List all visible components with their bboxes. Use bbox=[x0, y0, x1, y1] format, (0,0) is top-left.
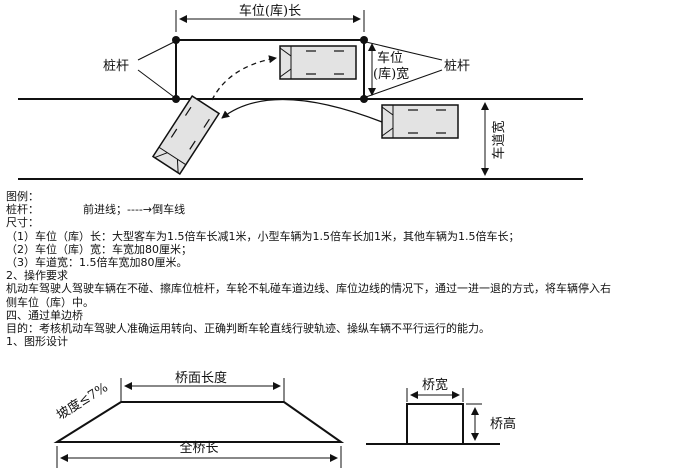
pole-label-left: 桩杆 bbox=[103, 59, 129, 74]
size-item-3: （3）车道宽：1.5倍车宽加80厘米。 bbox=[6, 256, 188, 270]
pole-top-right bbox=[360, 36, 368, 44]
parking-space bbox=[175, 39, 365, 100]
bridge-cross-section bbox=[406, 403, 464, 445]
car-on-road bbox=[381, 104, 459, 139]
legend-lines: 前进线；----→倒车线 bbox=[83, 203, 186, 217]
road-width-label: 车道宽 bbox=[491, 120, 507, 159]
requirements-line-2: 侧车位（库）中。 bbox=[6, 295, 94, 309]
total-length-label: 全桥长 bbox=[179, 440, 218, 456]
car-in-garage bbox=[279, 45, 357, 80]
reverse-path bbox=[211, 55, 277, 101]
size-title: 尺寸： bbox=[6, 216, 39, 230]
legend-title: 图例： bbox=[6, 190, 39, 203]
bridge-side-view bbox=[53, 401, 345, 443]
length-label: 车位(库)长 bbox=[239, 3, 301, 19]
size-item-1: （1）车位（库）长：大型客车为1.5倍车长减1米，小型车辆为1.5倍车长加1米，… bbox=[6, 229, 520, 243]
design-title: 1、图形设计 bbox=[6, 335, 68, 349]
legend-row: 桩杆： 前进线；----→倒车线 bbox=[6, 203, 674, 216]
deck-length-label: 桥面长度 bbox=[175, 370, 227, 386]
requirements-line-1: 机动车驾驶人驾驶车辆在不碰、擦库位桩杆，车轮不轧碰车道边线、库位边线的情况下，通… bbox=[6, 282, 611, 296]
car-turning bbox=[151, 95, 221, 175]
requirements-title: 2、操作要求 bbox=[6, 269, 68, 283]
width-label-line2: (库)宽 bbox=[373, 66, 409, 82]
size-item-2: （2）车位（库）宽：车宽加80厘米； bbox=[6, 242, 192, 256]
legend-pole: 桩杆： bbox=[6, 203, 39, 217]
bridge-height-label: 桥高 bbox=[490, 416, 516, 432]
pole-label-right: 桩杆 bbox=[444, 59, 470, 74]
purpose-text: 目的：考核机动车驾驶人准确运用转向、正确判断车轮直线行驶轨迹、操纵车辆不平行运行… bbox=[6, 322, 490, 336]
slope-label: 坡度≤7% bbox=[54, 379, 111, 423]
notes-block: 图例： 桩杆： 前进线；----→倒车线 尺寸： （1）车位（库）长：大型客车为… bbox=[6, 190, 674, 348]
forward-path bbox=[221, 98, 383, 123]
width-label-line1: 车位 bbox=[377, 50, 403, 66]
bridge-section-title: 四、通过单边桥 bbox=[6, 308, 83, 322]
bridge-width-label: 桥宽 bbox=[422, 377, 448, 393]
